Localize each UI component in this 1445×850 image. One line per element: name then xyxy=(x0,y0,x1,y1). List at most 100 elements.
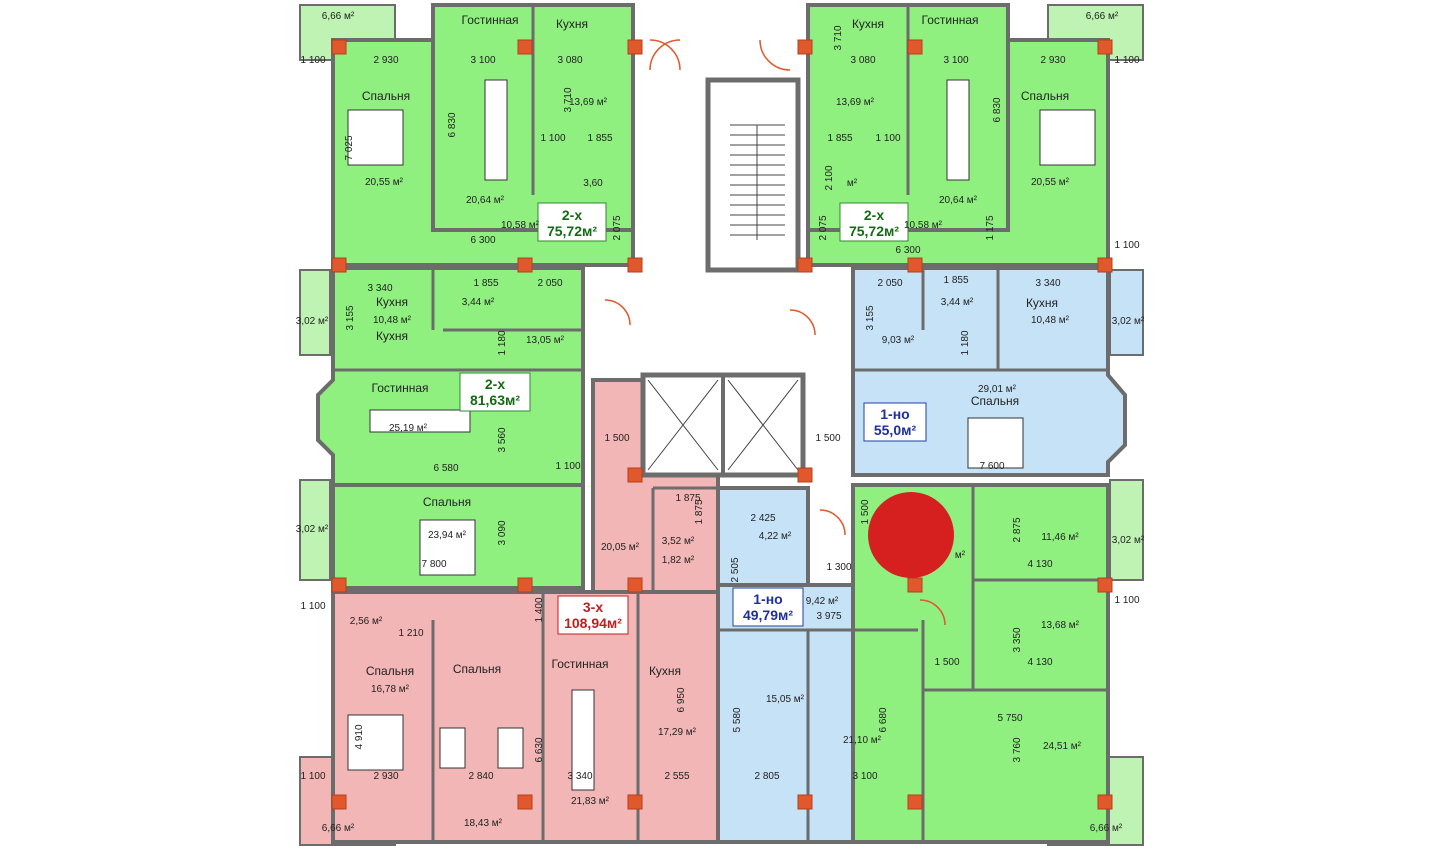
apt-label-c1: 1-но 49,79м² xyxy=(732,587,804,627)
room-name: Гостинная xyxy=(462,13,519,27)
room-name: Спальня xyxy=(362,89,410,103)
room-name: Кухня xyxy=(376,295,408,309)
dim-label: 3 080 xyxy=(850,55,875,66)
dim-label: 3 350 xyxy=(1012,627,1023,652)
area-label: 13,69 м² xyxy=(569,97,608,108)
area-label: 13,68 м² xyxy=(1041,620,1080,631)
dim-label: 1 875 xyxy=(675,493,700,504)
area-label: 13,69 м² xyxy=(836,97,875,108)
dim-label: 1 855 xyxy=(587,133,612,144)
dim-label: 6 680 xyxy=(878,707,889,732)
dim-label: 3 340 xyxy=(1035,278,1060,289)
area-label: 20,64 м² xyxy=(939,195,978,206)
dim-label: 1 300 xyxy=(826,562,851,573)
area-label: 3,02 м² xyxy=(1112,316,1145,327)
room-name: Гостинная xyxy=(922,13,979,27)
dim-label: 2 075 xyxy=(818,215,829,240)
columns xyxy=(331,39,1113,810)
area-label: 10,58 м² xyxy=(501,220,540,231)
dim-label: 4 130 xyxy=(1027,559,1052,570)
bed-b3c xyxy=(497,727,524,769)
area-label: 15,05 м² xyxy=(766,694,805,705)
dim-label: 1 855 xyxy=(827,133,852,144)
apt-label-tr: 2-х 75,72м² xyxy=(839,202,909,242)
table-tl xyxy=(484,79,508,181)
apt-area-r1: 55,0м² xyxy=(874,422,917,438)
bed-b3 xyxy=(347,714,404,771)
dim-label: 2 100 xyxy=(824,165,835,190)
dim-label: 1 855 xyxy=(473,278,498,289)
apt-area-tr: 75,72м² xyxy=(849,223,899,239)
area-label: 25,19 м² xyxy=(389,423,428,434)
area-label: 9,03 м² xyxy=(882,335,915,346)
dim-label: 1 100 xyxy=(1114,595,1139,606)
bed-tr xyxy=(1039,109,1096,166)
area-label: 3,44 м² xyxy=(941,297,974,308)
area-label: 3,02 м² xyxy=(296,316,329,327)
dim-label: 3 090 xyxy=(497,520,508,545)
area-label: 16,78 м² xyxy=(371,684,410,695)
dim-label: 2 930 xyxy=(1040,55,1065,66)
balcony-mr2 xyxy=(1109,479,1144,581)
apt-center-bath xyxy=(716,486,810,587)
area-label: 10,48 м² xyxy=(1031,315,1070,326)
dim-label: 7 025 xyxy=(344,135,355,160)
dim-label: 1 210 xyxy=(398,628,423,639)
area-label: 21,10 м² xyxy=(843,735,882,746)
area-label: 6,66 м² xyxy=(322,11,355,22)
room-name: Кухня xyxy=(852,17,884,31)
room-names: Гостинная Кухня Спальня Кухня Гостинная … xyxy=(362,13,1069,678)
dim-label: 1 100 xyxy=(300,601,325,612)
room-areas: 6,66 м² 20,55 м² 20,64 м² 13,69 м² 10,58… xyxy=(296,11,1145,834)
table-lm xyxy=(369,409,471,433)
apt-center-1room xyxy=(716,583,855,844)
bed-lm xyxy=(419,519,476,576)
area-label: 11,46 м² xyxy=(1041,532,1079,543)
area-label: 3,44 м² xyxy=(462,297,495,308)
balcony-mr1 xyxy=(1109,269,1144,356)
dim-label: 2 505 xyxy=(730,557,741,582)
area-label: 3,52 м² xyxy=(662,536,695,547)
room-name: Спальня xyxy=(366,664,414,678)
dim-label: 1 100 xyxy=(875,133,900,144)
dim-label: 1 500 xyxy=(934,657,959,668)
room-name: Кухня xyxy=(376,329,408,343)
apt-label-r1: 1-но 55,0м² xyxy=(863,402,927,442)
area-label: 20,55 м² xyxy=(1031,177,1070,188)
room-name: Кухня xyxy=(1026,296,1058,310)
dim-label: 1 100 xyxy=(1114,240,1139,251)
dim-label: 1 100 xyxy=(300,55,325,66)
room-name: Гостинная xyxy=(372,381,429,395)
dim-label: 1 100 xyxy=(555,461,580,472)
dim-label: 3 710 xyxy=(833,25,844,50)
area-label: 23,94 м² xyxy=(428,530,467,541)
dim-label: 1 500 xyxy=(860,499,871,524)
room-name: Гостинная xyxy=(552,657,609,671)
area-label: 3,60 xyxy=(583,178,603,189)
dim-label: 6 300 xyxy=(470,235,495,246)
area-label: 21,83 м² xyxy=(571,796,610,807)
bed-r1 xyxy=(967,417,1024,469)
apt-area-lm: 81,63м² xyxy=(470,392,520,408)
apt-area-c1: 49,79м² xyxy=(743,607,793,623)
vertical-dimension-labels: 3 710 6 830 7 025 2 075 3 710 6 830 2 10… xyxy=(344,25,1023,762)
dim-label: 3 975 xyxy=(816,611,841,622)
apt-area-b3: 108,94м² xyxy=(564,615,622,631)
apt-left-middle xyxy=(316,266,585,487)
dim-label: 6 950 xyxy=(676,687,687,712)
dim-label: 1 500 xyxy=(815,433,840,444)
dim-label: 3 080 xyxy=(557,55,582,66)
balcony-ml1 xyxy=(299,269,331,356)
apartment-labels: 2-х 75,72м² 2-х 75,72м² 2-х 81,63м² 1-но… xyxy=(459,202,927,635)
dim-label: 1 100 xyxy=(540,133,565,144)
dim-label: 3 155 xyxy=(345,305,356,330)
dim-label: 2 930 xyxy=(373,771,398,782)
apt-rooms-lm: 2-х xyxy=(485,376,505,392)
area-label: 6,66 м² xyxy=(1090,823,1123,834)
apt-rooms-c1: 1-но xyxy=(753,591,782,607)
dim-label: 3 560 xyxy=(497,427,508,452)
apt-label-tl: 2-х 75,72м² xyxy=(537,202,607,242)
room-name: Спальня xyxy=(1021,89,1069,103)
dim-label: 6 630 xyxy=(534,737,545,762)
